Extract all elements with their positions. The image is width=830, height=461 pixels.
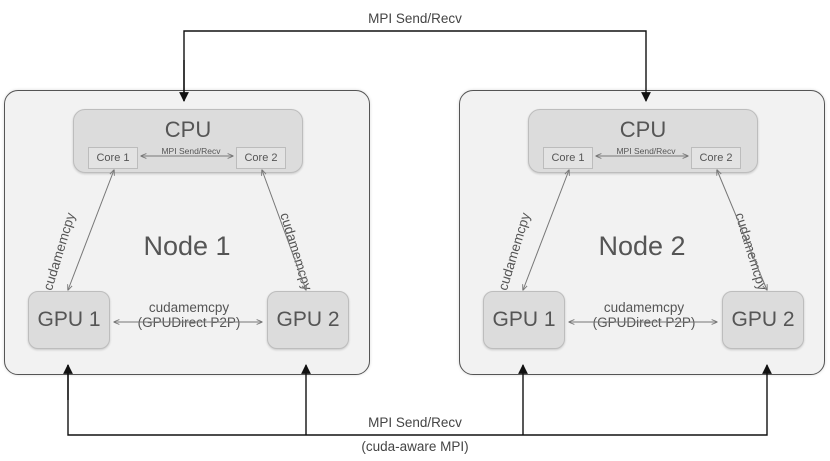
gpu-1-box: GPU 1 <box>28 291 110 349</box>
core-2-box: Core 2 <box>236 147 286 169</box>
gpu-2-box: GPU 2 <box>267 291 349 349</box>
node-1-box: CPU Core 1 MPI Send/Recv Core 2 Node 1 c… <box>4 90 370 375</box>
bottom-mpi-sublabel: (cuda-aware MPI) <box>361 439 469 454</box>
core-link-label: MPI Send/Recv <box>616 146 676 156</box>
cpu-title: CPU <box>619 117 667 142</box>
cpu-box: CPU Core 1 MPI Send/Recv Core 2 <box>73 109 303 173</box>
node-title: Node 2 <box>598 231 686 261</box>
cpu-box: CPU Core 1 MPI Send/Recv Core 2 <box>528 109 758 173</box>
cpu-title: CPU <box>164 117 212 142</box>
bottom-mpi-label: MPI Send/Recv <box>368 415 462 430</box>
node-2-box: CPU Core 1 MPI Send/Recv Core 2 Node 2 c… <box>459 90 825 375</box>
gpu-p2p-label-line1: cudamemcpy <box>603 300 685 315</box>
core-2-box: Core 2 <box>691 147 741 169</box>
top-mpi-label: MPI Send/Recv <box>368 11 462 26</box>
gpu-2-box: GPU 2 <box>722 291 804 349</box>
core-1-box: Core 1 <box>543 147 593 169</box>
node-title: Node 1 <box>143 231 231 261</box>
core-link-label: MPI Send/Recv <box>161 146 221 156</box>
gpu-p2p-label: cudamemcpy (GPUDirect P2P) <box>570 300 718 330</box>
gpu-p2p-label-line2: (GPUDirect P2P) <box>592 315 696 330</box>
gpu-p2p-label-line1: cudamemcpy <box>148 300 230 315</box>
gpu-1-box: GPU 1 <box>483 291 565 349</box>
gpu-p2p-label-line2: (GPUDirect P2P) <box>137 315 241 330</box>
gpu-p2p-label: cudamemcpy (GPUDirect P2P) <box>115 300 263 330</box>
core-1-box: Core 1 <box>88 147 138 169</box>
